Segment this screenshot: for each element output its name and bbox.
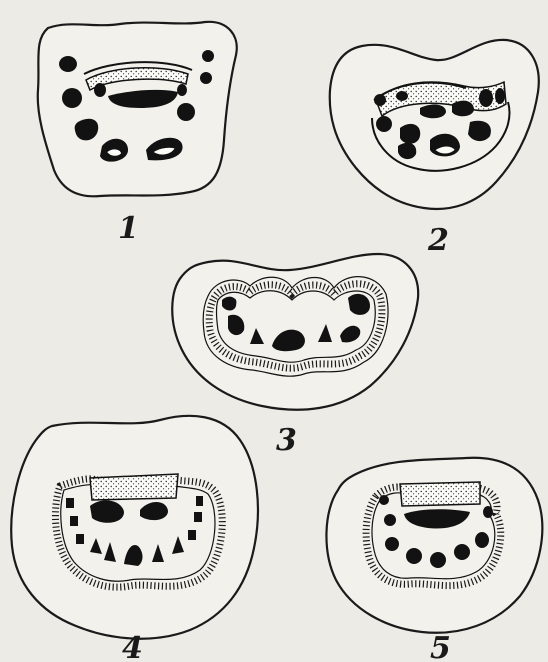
panel-1-bundle-right-top	[202, 50, 214, 62]
panel-4-stippled-cap	[90, 474, 178, 500]
panel-2-bundle-9	[468, 121, 491, 141]
panel-5-bundle-5	[430, 552, 446, 568]
panel-2-bundle-7	[376, 116, 392, 132]
panel-4-bundle-ring-2	[70, 516, 78, 526]
panel-4-label: 4	[122, 631, 143, 662]
panel-2-bundle-6	[495, 88, 505, 104]
panel-5-bundle-6	[454, 544, 470, 560]
panel-5-label: 5	[430, 631, 451, 662]
panel-5-bundle-3	[385, 537, 399, 551]
panel-2-bundle-10-core	[434, 146, 456, 155]
panel-2-bundle-4	[452, 101, 474, 117]
panel-4-bundle-ring-1	[66, 498, 74, 508]
panel-4-bundle-ring-3	[76, 534, 84, 544]
panel-4-outline	[11, 416, 258, 639]
panel-2-bundle-3	[420, 105, 446, 119]
panel-5-bundle-1	[379, 495, 389, 505]
panel-5-bundle-8	[483, 506, 493, 518]
panel-1-outline	[38, 22, 237, 196]
panel-2: 2	[330, 40, 539, 258]
panel-5-bundle-7	[475, 532, 489, 548]
panel-1-bundle-right-inner	[177, 84, 187, 96]
panel-1-label: 1	[118, 211, 139, 246]
panel-2-bundle-1	[374, 94, 386, 106]
panel-2-bundle-5	[479, 89, 493, 107]
panel-1: 1	[38, 22, 237, 246]
panel-2-bundle-2	[396, 91, 408, 101]
panel-4: 4	[11, 416, 258, 662]
panel-2-bundle-8	[400, 124, 420, 144]
panel-4-bundle-ring-10	[194, 512, 202, 522]
panel-1-bundle-right-low	[177, 103, 195, 121]
panel-4-bundle-ring-11	[196, 496, 203, 506]
panel-1-bundle-bottom-left-core	[106, 148, 122, 156]
panel-5-stippled-cap	[400, 482, 480, 506]
panel-1-bundle-left-top	[59, 56, 77, 72]
panel-3-label: 3	[276, 423, 297, 458]
panel-5-bundle-2	[384, 514, 396, 526]
panel-1-bundle-left-mid	[62, 88, 82, 108]
panel-1-bundle-right-mid	[200, 72, 212, 84]
panel-5-bundle-4	[406, 548, 422, 564]
panel-1-bundle-left-inner	[94, 83, 106, 97]
panel-2-label: 2	[427, 223, 449, 258]
panel-4-bundle-ring-9	[188, 530, 196, 540]
panel-5: 5	[326, 458, 542, 662]
